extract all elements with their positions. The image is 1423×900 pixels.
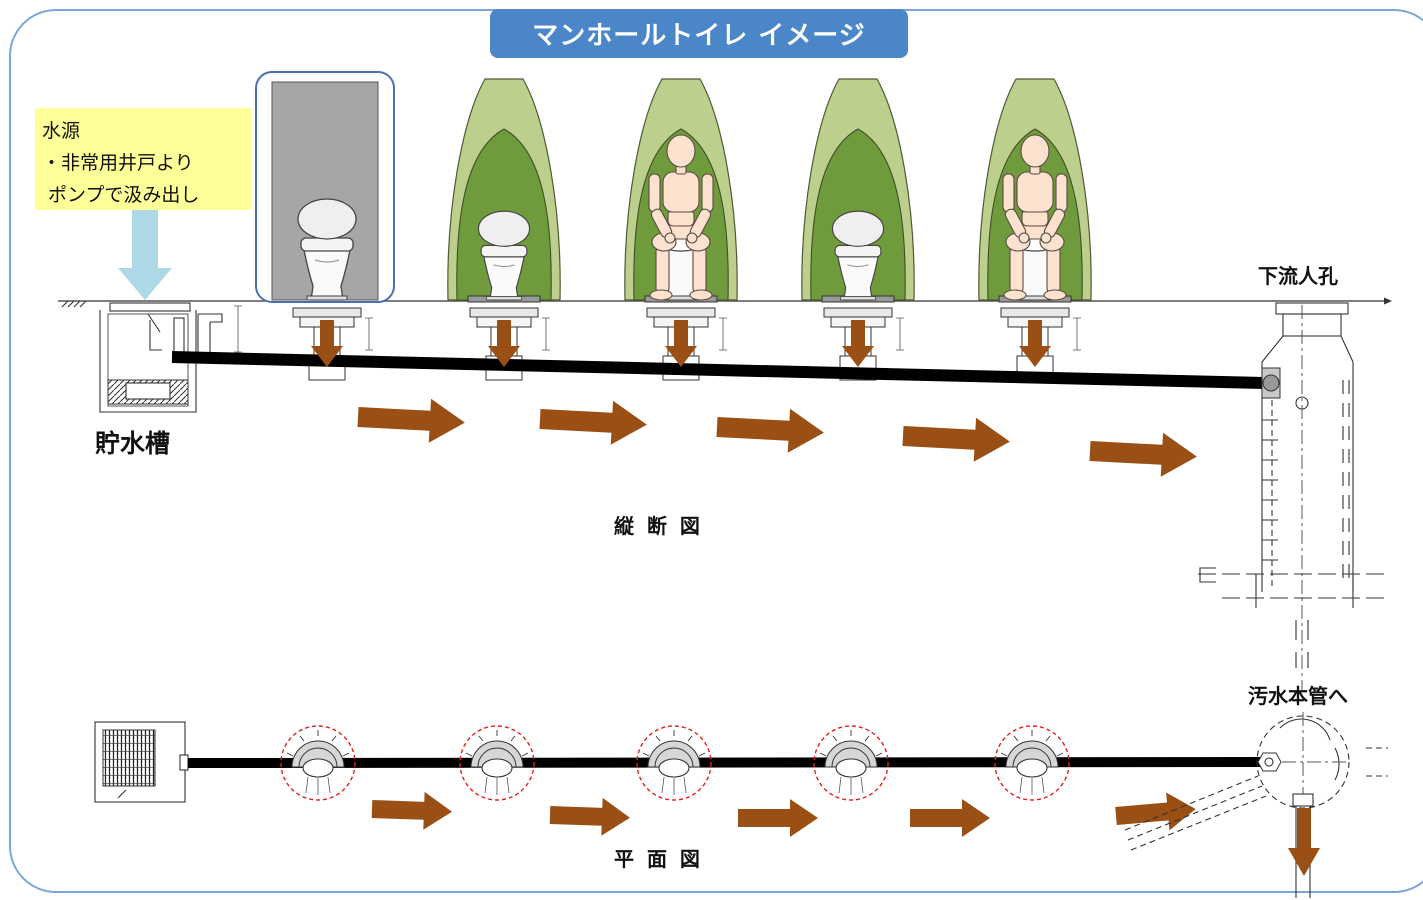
downstream-manhole-plan [1124, 712, 1388, 898]
fixture-marker [636, 725, 712, 801]
flow-arrow-icon [371, 790, 453, 831]
section-view-label: 縦 断 図 [614, 514, 703, 538]
plan-fixture [280, 725, 356, 801]
flow-arrow-icon [910, 799, 990, 837]
plan-fixture [994, 725, 1070, 801]
storage-tank-grate [94, 721, 189, 803]
downstream-manhole-label: 下流人孔 [1258, 264, 1338, 288]
manhole-fixture-icon [642, 729, 706, 796]
tent-toilet-booth [801, 78, 915, 303]
main-sewer-label: 汚水本管へ [1248, 684, 1348, 708]
fixture-marker [994, 725, 1070, 801]
plan-fixture [459, 725, 535, 801]
manhole-fixture-icon [286, 729, 350, 796]
downstream-manhole-section [1198, 302, 1388, 690]
water-source-box [35, 108, 252, 210]
flow-arrow-icon [549, 796, 631, 837]
flow-arrow-icon [356, 395, 467, 445]
sewer-pipe-plan [187, 757, 1263, 768]
sewer-pipe-section [171, 351, 1265, 389]
water-source-line-2: ポンプで汲み出し [48, 184, 199, 206]
flow-arrow-icon [715, 405, 826, 455]
flow-arrow-icon [901, 414, 1012, 464]
manhole-fixture-icon [1000, 729, 1064, 796]
plan-flow-arrows [371, 790, 1198, 837]
diagram-title: マンホールトイレ イメージ [490, 9, 908, 58]
flow-arrow-icon [738, 799, 818, 837]
fixture-marker [813, 725, 889, 801]
water-source-note: 水源 ・非常用井戸より ポンプで汲み出し [35, 108, 252, 210]
plan-fixtures [280, 725, 1070, 801]
title-text: マンホールトイレ イメージ [532, 21, 866, 51]
fixture-marker [280, 725, 356, 801]
manhole-fixture-icon [819, 729, 883, 796]
storage-tank-label: 貯水槽 [95, 429, 170, 458]
manhole-fixture-icon [465, 729, 529, 796]
open-toilet-stall [255, 71, 395, 303]
flow-arrow-icon [1088, 429, 1199, 479]
title-badge [490, 9, 908, 58]
plan-view-label: 平 面 図 [614, 847, 703, 871]
flow-arrow-icon [538, 397, 649, 447]
plan-fixture [813, 725, 889, 801]
tent-toilet-booth [447, 78, 561, 303]
storage-tank-section [61, 300, 242, 413]
plan-view [94, 712, 1388, 898]
water-supply-arrow-icon [118, 210, 172, 300]
plan-fixture [636, 725, 712, 801]
section-flow-arrows [356, 395, 1199, 479]
tent-toilet-booth [624, 78, 738, 303]
water-source-line-1: ・非常用井戸より [42, 152, 194, 174]
outflow-arrow-icon [1288, 808, 1320, 876]
tent-toilet-booth [978, 78, 1092, 303]
fixture-marker [459, 725, 535, 801]
water-source-heading: 水源 [42, 120, 80, 142]
